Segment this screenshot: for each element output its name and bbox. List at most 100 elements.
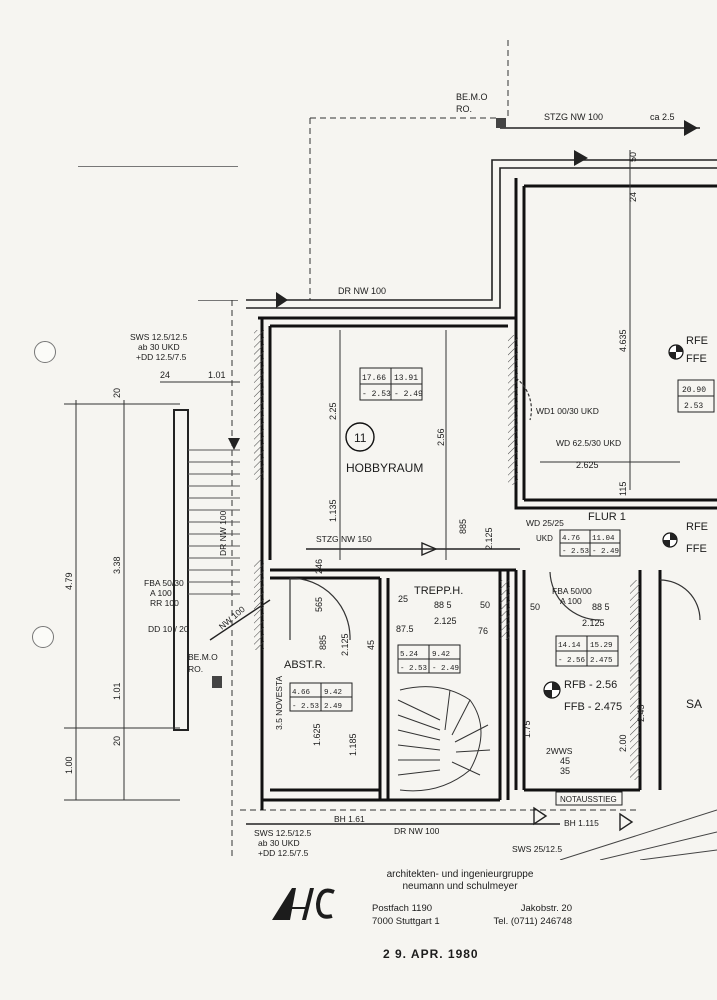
- level-value: - 2.53: [362, 390, 391, 399]
- dim-text: 1.75: [522, 720, 532, 738]
- dim-text: 4.635: [618, 329, 628, 352]
- area-value: 14.14: [558, 642, 581, 650]
- diagonal-pipe: [209, 599, 271, 641]
- note: ab 30 UKD: [258, 838, 300, 848]
- city: 7000 Stuttgart 1: [372, 916, 440, 927]
- dim-text: 885: [318, 635, 328, 650]
- dim-text: 2.125: [340, 633, 350, 656]
- note: DD 10 / 20: [148, 624, 189, 634]
- street: Jakobstr. 20: [520, 903, 572, 914]
- room-labels: 11 HOBBYRAUM 17.66 13.91 - 2.53 - 2.49 F…: [274, 335, 708, 730]
- bemo-label: BE.M.O: [188, 652, 218, 662]
- ro-label: RO.: [188, 664, 203, 674]
- dim-text: 45: [560, 756, 570, 766]
- floor-plan-drawing: BE.M.O RO. STZG NW 100 ca 2.5 DR NW 100 …: [64, 40, 717, 860]
- left-stair: [173, 409, 240, 731]
- pipe-label: DR NW 100: [394, 826, 440, 836]
- dim-text: 115: [618, 482, 628, 496]
- room-code: UKD: [536, 534, 553, 543]
- room-name: TREPP.H.: [414, 585, 463, 597]
- rfb-label: RFB - 2.56: [564, 679, 617, 691]
- ffe-label: FFE: [686, 353, 707, 365]
- ro-label: RO.: [456, 104, 472, 114]
- company-line: neumann und schulmeyer: [402, 881, 518, 892]
- rfe-label: RFE: [686, 335, 708, 347]
- room-name: ABST.R.: [284, 659, 326, 671]
- doors: [289, 377, 701, 641]
- dim-text: 2.125: [434, 616, 457, 626]
- date-stamp: 2 9. APR. 1980: [383, 947, 479, 961]
- dim-text: 2.00: [618, 734, 628, 752]
- postfach: Postfach 1190: [372, 903, 433, 914]
- level-value: - 2.53: [562, 548, 590, 556]
- dim-text: 1.01: [112, 682, 122, 700]
- level-marker: [543, 344, 684, 699]
- annotations: SWS 12.5/12.5 ab 30 UKD +DD 12.5/7.5 WD1…: [130, 332, 708, 858]
- company-logo: [272, 888, 335, 920]
- slope-label: ca 2.5: [650, 112, 675, 122]
- note: +DD 12.5/7.5: [136, 352, 187, 362]
- dim-text: 1.625: [312, 723, 322, 746]
- punch-hole: [32, 626, 54, 648]
- site-boundary: [231, 40, 640, 860]
- note: WD 25/25: [526, 518, 564, 528]
- dim-text: 50: [480, 600, 490, 610]
- notausstieg-label: NOTAUSSTIEG: [560, 795, 617, 804]
- dim-text: 25: [398, 594, 408, 604]
- dim-text: 2.125: [484, 527, 494, 550]
- dim-text: 45: [366, 640, 376, 650]
- pipe-label: DR NW 100: [338, 286, 386, 296]
- room-name: SA: [686, 697, 702, 711]
- dimension-lines: [64, 150, 680, 801]
- dim-text: 76: [478, 626, 488, 636]
- area-value: 4.76: [562, 535, 581, 543]
- dim-text: 20: [112, 388, 122, 398]
- note: SWS 12.5/12.5: [130, 332, 187, 342]
- company-address: Postfach 1190 Jakobstr. 20 7000 Stuttgar…: [372, 902, 572, 928]
- dim-text: 88 5: [592, 602, 610, 612]
- pipe-label: STZG NW 150: [316, 534, 372, 544]
- dim-text: 2.625: [576, 460, 599, 470]
- dim-text: 2.45: [636, 704, 646, 722]
- area-value: 9.42: [324, 689, 342, 697]
- bemo-symbols: [212, 118, 506, 688]
- level-value: 2.53: [684, 402, 703, 411]
- pipe-label: STZG NW 100: [544, 112, 603, 122]
- level-value: 2.475: [590, 657, 613, 665]
- level-value: - 2.49: [432, 665, 459, 673]
- level-value: 2.49: [324, 703, 342, 711]
- note: WD1 00/30 UKD: [536, 406, 599, 416]
- bh-label: BH 1.115: [564, 818, 599, 828]
- area-value: 9.42: [432, 651, 450, 659]
- top-labels: BE.M.O RO. STZG NW 100 ca 2.5 DR NW 100: [338, 92, 675, 296]
- faint-line: [78, 166, 238, 167]
- faint-line: [198, 300, 238, 301]
- room-name: HOBBYRAUM: [346, 461, 423, 475]
- punch-hole: [34, 341, 56, 363]
- dim-text: 2.56: [436, 428, 446, 446]
- note: SWS 12.5/12.5: [254, 828, 311, 838]
- level-value: - 2.49: [394, 390, 423, 399]
- note: WD 62.5/30 UKD: [556, 438, 621, 448]
- company-name: architekten- und ingenieurgruppe neumann…: [340, 869, 580, 893]
- area-value: 11.04: [592, 535, 615, 543]
- ffe-label: FFE: [686, 543, 707, 555]
- note: FBA 50/00: [552, 586, 592, 596]
- note: 2WWS: [546, 746, 573, 756]
- flow-arrows: [228, 120, 698, 832]
- area-boxes: [289, 367, 715, 806]
- dim-text: 565: [314, 597, 324, 612]
- corner-hatch: [559, 809, 717, 860]
- note: SWS 25/12.5: [512, 844, 562, 854]
- area-value: 15.29: [590, 642, 613, 650]
- room-name: FLUR 1: [588, 511, 626, 523]
- hatched-walls: [254, 330, 640, 780]
- level-value: - 2.49: [592, 548, 619, 556]
- room-number-circle: [345, 422, 375, 452]
- level-value: - 2.53: [292, 703, 320, 711]
- dim-text: 2.25: [328, 402, 338, 420]
- room-number: 11: [354, 431, 367, 445]
- dim-text: 35: [560, 766, 570, 776]
- bh-label: BH 1.61: [334, 814, 365, 824]
